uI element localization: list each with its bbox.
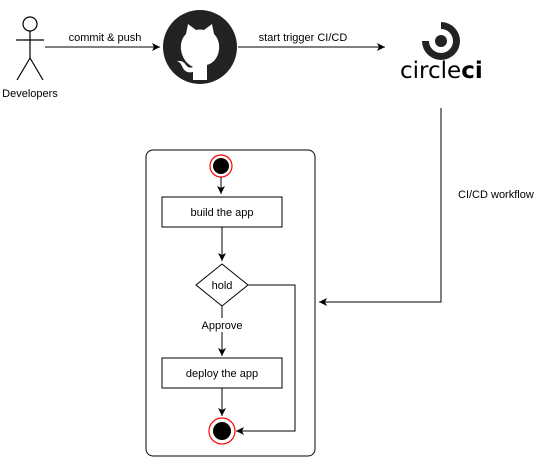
workflow-container: [145, 149, 316, 457]
start-trigger-label: start trigger CI/CD: [259, 32, 348, 44]
start-node-icon: [209, 154, 233, 178]
github-icon: [163, 10, 237, 84]
circleci-word-regular: circle: [400, 58, 461, 84]
circleci-logo-icon: [422, 22, 460, 60]
circleci-wordmark: circleci: [400, 58, 483, 84]
end-node-icon: [208, 417, 236, 445]
developer-actor-icon: [16, 16, 44, 81]
ci-cd-workflow-edge: [319, 108, 442, 306]
deploy-step-label: deploy the app: [186, 368, 258, 380]
approve-label-bg: [200, 318, 244, 332]
hold-label: hold: [212, 280, 233, 292]
circleci-word-bold: ci: [461, 58, 483, 84]
ci-cd-workflow-label: CI/CD workflow: [458, 189, 534, 201]
actor-label: Developers: [2, 88, 58, 100]
approve-label: Approve: [202, 320, 243, 332]
commit-push-label: commit & push: [69, 32, 142, 44]
build-step-label: build the app: [191, 207, 254, 219]
hold-to-end-edge: [236, 284, 296, 435]
deploy-step: [161, 357, 283, 389]
